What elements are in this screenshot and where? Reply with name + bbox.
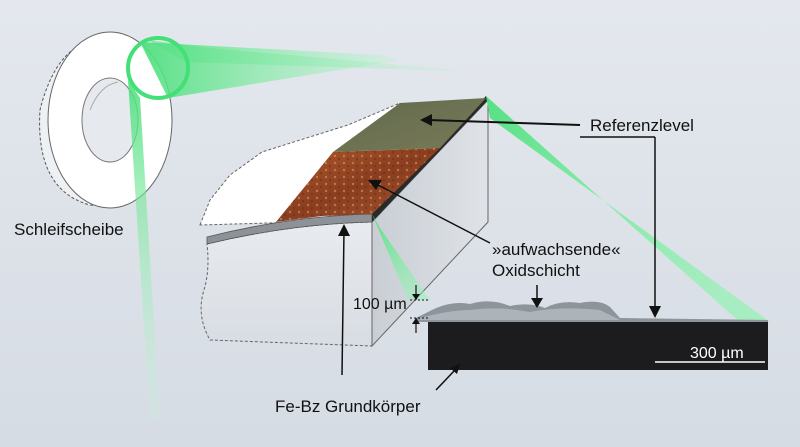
- thickness-dimension: [410, 285, 430, 333]
- oxide-label-line1: »aufwachsende«: [492, 240, 621, 259]
- thickness-label: 100 µm: [353, 296, 407, 313]
- wheel-beams: [128, 40, 480, 420]
- scale-bar-label: 300 µm: [690, 345, 744, 362]
- wheel-label: Schleifscheibe: [14, 220, 124, 239]
- sample-block: [199, 96, 489, 348]
- micrograph: [416, 301, 768, 370]
- reference-level-label: Referenzlevel: [590, 116, 694, 135]
- magnifier-circle: [126, 36, 190, 100]
- oxide-label-line2: Oxidschicht: [492, 261, 580, 280]
- base-body-label: Fe-Bz Grundkörper: [275, 397, 421, 416]
- annotation-arrows: [338, 114, 661, 391]
- sample-beams: [372, 96, 770, 324]
